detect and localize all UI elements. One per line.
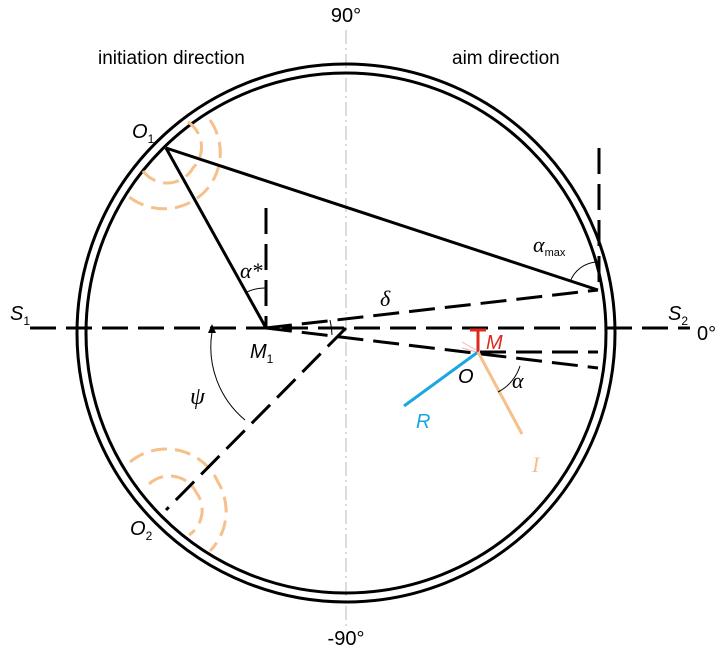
psi-arrow: [208, 324, 216, 333]
label-i: I: [531, 452, 541, 477]
label-alpha-star: α*: [240, 258, 263, 283]
line-o1-right: [165, 146, 599, 292]
line-center-o2: [164, 326, 348, 512]
o2-orange-arcs: [129, 447, 228, 553]
alpha-max-arc: [569, 261, 598, 283]
alpha-arc: [497, 365, 521, 393]
label-neg90: -90°: [328, 628, 365, 650]
label-r: R: [416, 411, 430, 433]
label-psi: ψ: [190, 384, 206, 410]
m-marker: [461, 328, 486, 353]
alpha-star-arc: [246, 287, 267, 293]
label-delta: δ: [380, 286, 391, 311]
o1-orange-arcs: [127, 119, 222, 211]
label-m: M: [486, 332, 503, 354]
label-s1: S1: [10, 303, 30, 328]
line-r: [403, 350, 479, 408]
line-m1-lower: [265, 326, 599, 370]
label-aim-direction: aim direction: [452, 48, 560, 69]
label-90: 90°: [331, 5, 361, 27]
label-alpha: α: [512, 368, 524, 393]
inner-ring: [84, 71, 608, 595]
label-o: O: [458, 366, 474, 388]
line-i: [476, 351, 524, 435]
delta-arc: [329, 319, 333, 336]
line-o1-m1: [164, 147, 268, 329]
label-m1: M1: [250, 341, 274, 366]
psi-arc: [210, 331, 246, 421]
label-o1: O1: [132, 121, 155, 146]
label-initiation-direction: initiation direction: [98, 48, 245, 69]
label-o2: O2: [130, 518, 153, 543]
label-s2: S2: [668, 303, 688, 328]
label-0: 0°: [697, 323, 716, 345]
label-alpha-max: αmax: [533, 232, 566, 259]
outer-ring: [75, 62, 617, 604]
line-m1-right-delta: [265, 288, 599, 330]
